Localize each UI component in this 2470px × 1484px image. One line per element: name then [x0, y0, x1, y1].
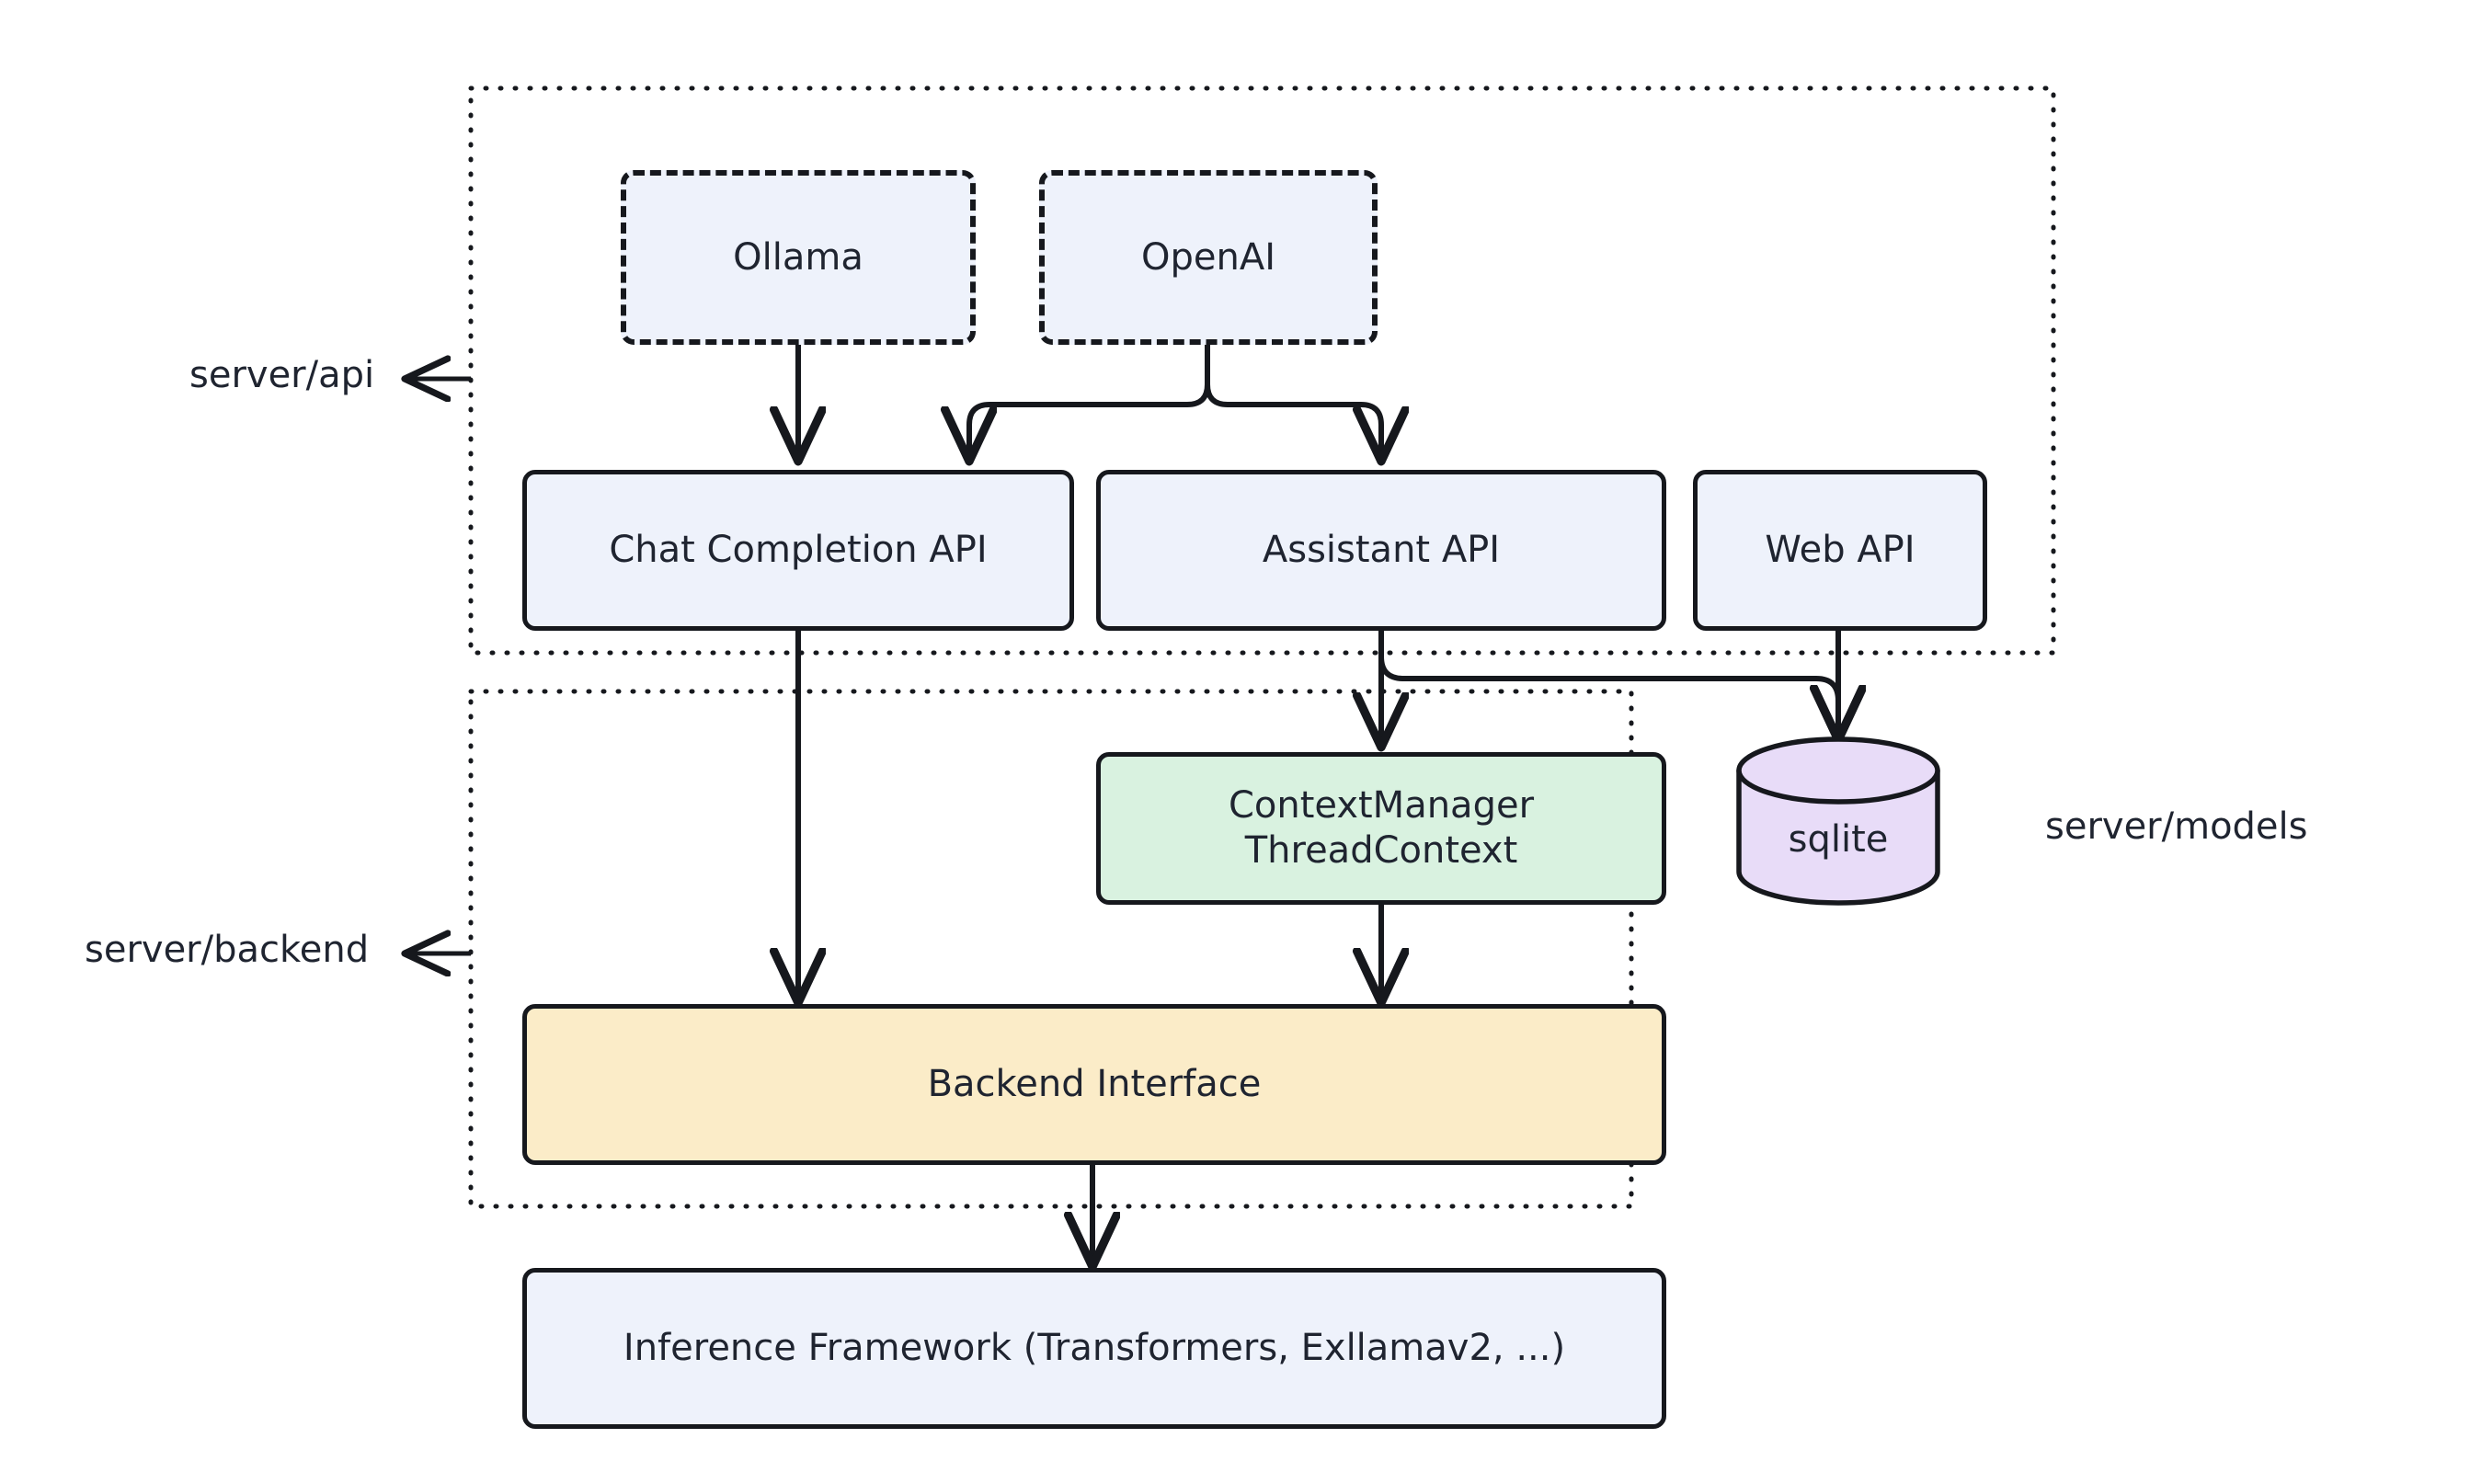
node-backend-interface[interactable]: Backend Interface: [522, 1004, 1666, 1165]
node-backend-interface-label: Backend Interface: [927, 1063, 1262, 1106]
node-assistant-api[interactable]: Assistant API: [1096, 470, 1666, 631]
sqlite-cylinder-shape: [1736, 736, 1940, 906]
group-label-server-api: server/api: [189, 354, 374, 396]
group-label-server-api-text: server/api: [189, 354, 375, 396]
edge-assistant-api-to-sqlite: [1378, 628, 1838, 736]
node-web-api[interactable]: Web API: [1693, 470, 1987, 631]
node-chat-completion-api-label: Chat Completion API: [609, 529, 988, 572]
node-context-manager-label-line1: ContextManager: [1228, 784, 1535, 828]
node-ollama[interactable]: Ollama: [621, 170, 976, 345]
group-label-server-backend: server/backend: [85, 929, 369, 971]
node-inference-framework-label: Inference Framework (Transformers, Exlla…: [623, 1327, 1566, 1370]
node-context-manager[interactable]: ContextManager ThreadContext: [1096, 752, 1666, 905]
node-inference-framework[interactable]: Inference Framework (Transformers, Exlla…: [522, 1268, 1666, 1429]
node-sqlite[interactable]: sqlite: [1739, 818, 1938, 861]
node-openai[interactable]: OpenAI: [1039, 170, 1378, 345]
node-assistant-api-label: Assistant API: [1262, 529, 1501, 572]
edge-openai-to-assistant-api: [1205, 342, 1381, 457]
edge-openai-to-chat-api: [969, 342, 1210, 457]
node-openai-label: OpenAI: [1141, 235, 1275, 279]
node-context-manager-label-line2: ThreadContext: [1244, 829, 1518, 872]
node-web-api-label: Web API: [1765, 529, 1915, 572]
node-ollama-label: Ollama: [733, 235, 863, 279]
node-sqlite-label: sqlite: [1788, 818, 1889, 861]
group-label-server-models: server/models: [2045, 805, 2308, 848]
group-label-server-models-text: server/models: [2045, 805, 2308, 848]
node-chat-completion-api[interactable]: Chat Completion API: [522, 470, 1074, 631]
group-label-server-backend-text: server/backend: [85, 929, 370, 971]
